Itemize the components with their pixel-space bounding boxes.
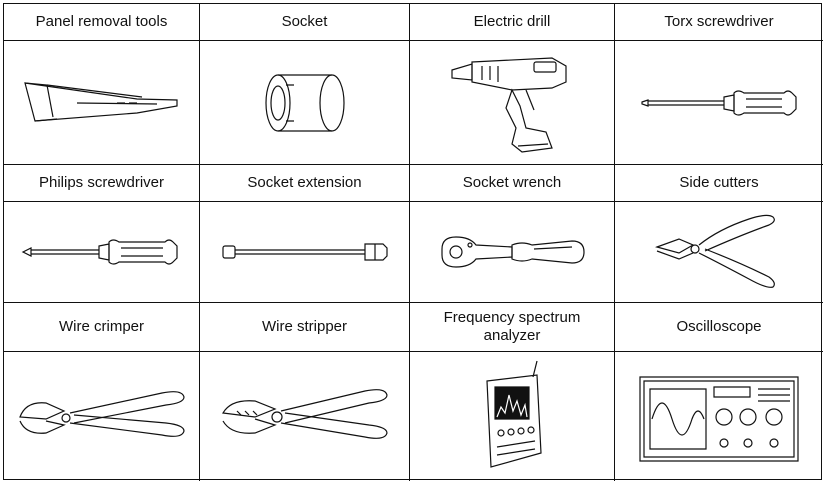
tools-table: Panel removal tools Socket Electric dril…	[3, 3, 823, 481]
tool-image-cell	[410, 352, 615, 481]
philips-screwdriver-icon	[17, 232, 187, 272]
tool-label-philips-screwdriver: Philips screwdriver	[4, 165, 200, 202]
oscilloscope-icon	[634, 367, 804, 467]
tool-label-wire-stripper: Wire stripper	[200, 303, 410, 352]
tool-image-cell	[200, 352, 410, 481]
tool-label-oscilloscope: Oscilloscope	[615, 303, 823, 352]
tool-image-cell	[615, 41, 823, 165]
tool-image-cell	[410, 202, 615, 303]
wire-stripper-icon	[215, 377, 395, 457]
tool-label-panel-removal-tools: Panel removal tools	[4, 4, 200, 41]
tool-image-cell	[4, 352, 200, 481]
wire-crimper-icon	[12, 377, 192, 457]
tool-image-cell	[615, 202, 823, 303]
socket-wrench-icon	[432, 227, 592, 277]
tool-label-side-cutters: Side cutters	[615, 165, 823, 202]
socket-icon	[250, 63, 360, 143]
tool-image-cell	[4, 41, 200, 165]
tool-label-wire-crimper: Wire crimper	[4, 303, 200, 352]
tool-image-cell	[615, 352, 823, 481]
electric-drill-icon	[442, 48, 582, 158]
tool-label-socket: Socket	[200, 4, 410, 41]
panel-removal-tool-icon	[17, 73, 187, 133]
tool-image-cell	[4, 202, 200, 303]
torx-screwdriver-icon	[634, 83, 804, 123]
tool-label-electric-drill: Electric drill	[410, 4, 615, 41]
tool-label-torx-screwdriver: Torx screwdriver	[615, 4, 823, 41]
spectrum-analyzer-icon	[457, 357, 567, 477]
socket-extension-icon	[215, 232, 395, 272]
tool-label-socket-wrench: Socket wrench	[410, 165, 615, 202]
tool-label-socket-extension: Socket extension	[200, 165, 410, 202]
tool-label-frequency-spectrum-analyzer: Frequency spectrum analyzer	[410, 303, 615, 352]
tool-image-cell	[410, 41, 615, 165]
tool-image-cell	[200, 202, 410, 303]
tool-image-cell	[200, 41, 410, 165]
side-cutters-icon	[649, 207, 789, 297]
